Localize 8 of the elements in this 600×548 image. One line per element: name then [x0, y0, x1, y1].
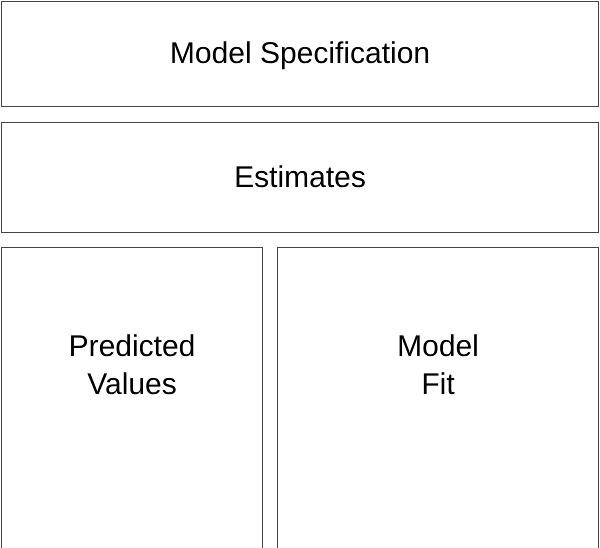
text-box [277, 247, 599, 548]
box-label: Model Fit [396, 329, 480, 403]
box-label: Model Specification [170, 36, 430, 72]
box-label: Estimates [234, 160, 366, 196]
box-label: Predicted Values [68, 329, 196, 403]
text-box [1, 122, 599, 233]
text-box [1, 247, 263, 548]
text-box [1, 1, 599, 107]
